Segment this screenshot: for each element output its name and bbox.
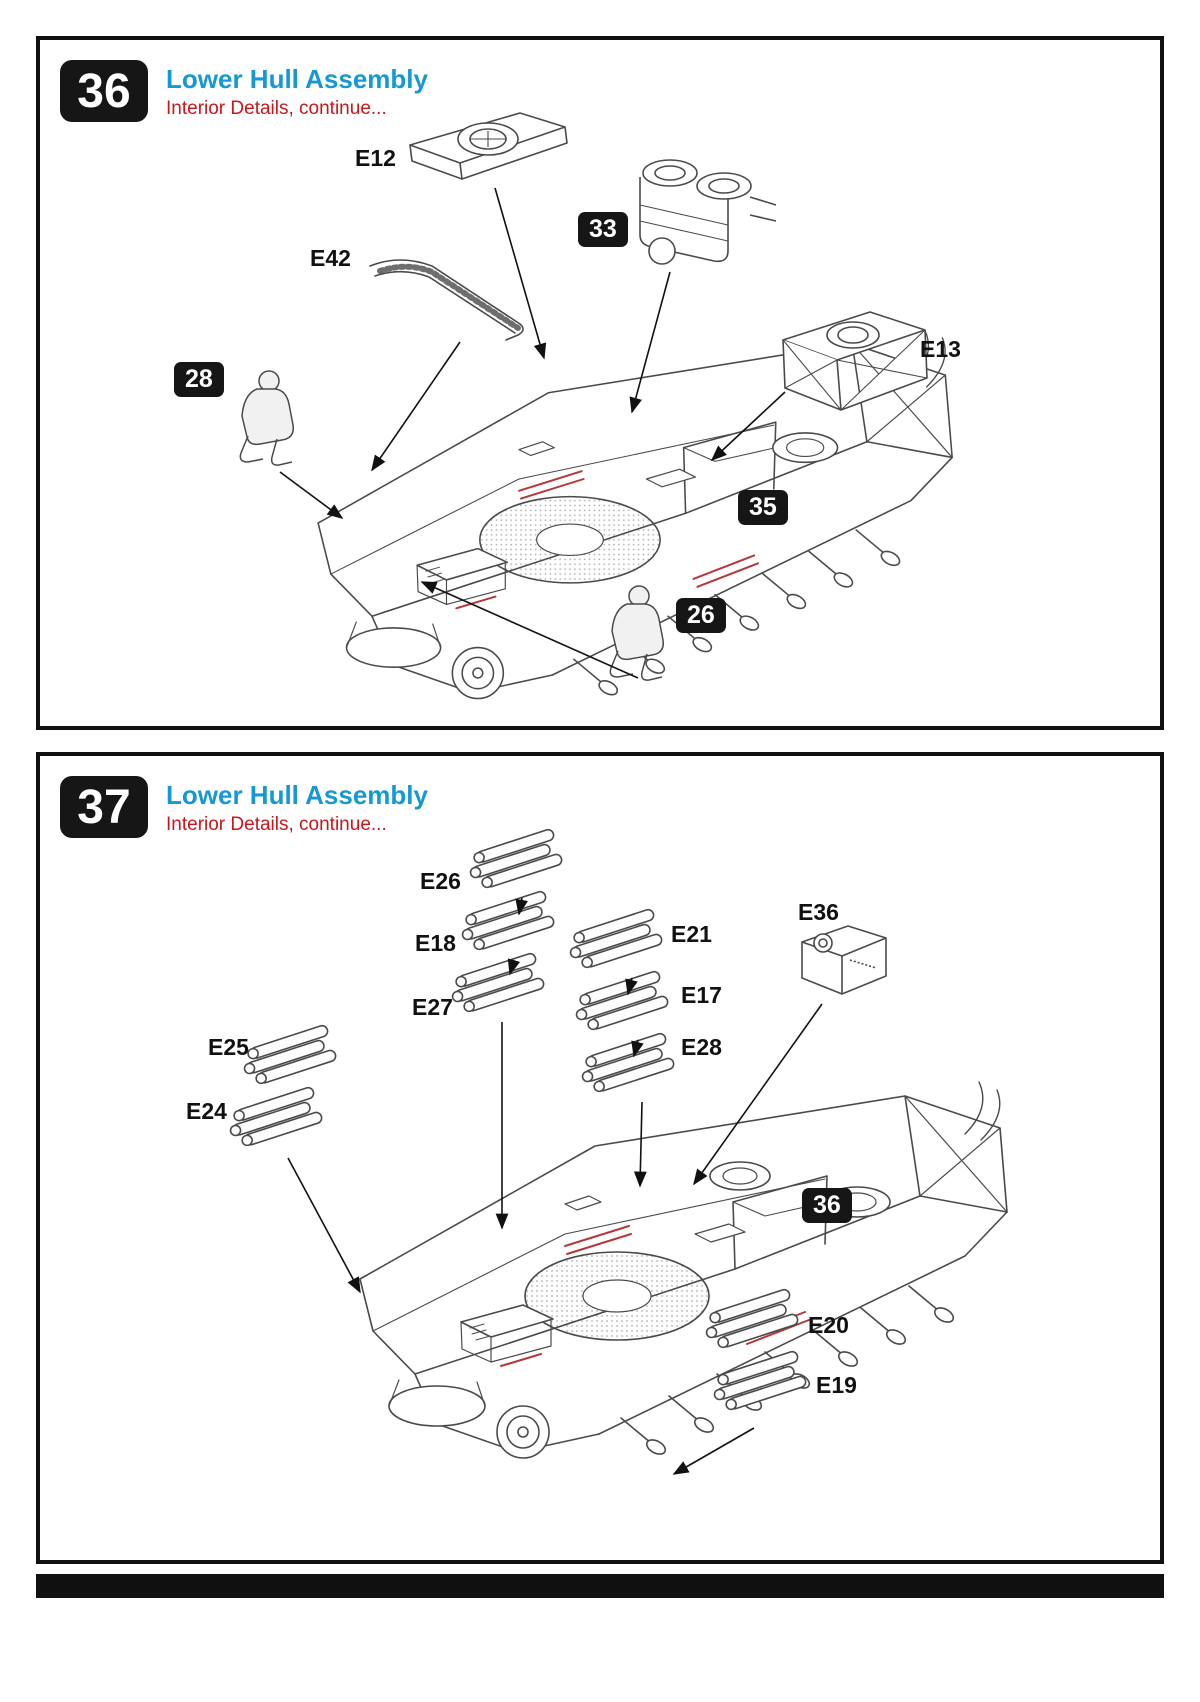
leader-arrows (279, 187, 786, 679)
step-ref-badge-26: 26 (676, 598, 726, 633)
step-36-panel: 36 Lower Hull Assembly Interior Details,… (36, 36, 1164, 730)
step-number-badge: 36 (60, 60, 148, 122)
part-label-e18: E18 (415, 930, 456, 956)
part-label-e21: E21 (671, 921, 712, 947)
step-36-illustration (239, 112, 1160, 726)
part-label-e36: E36 (798, 899, 839, 925)
part-label-e25: E25 (208, 1034, 249, 1060)
part-label-e27: E27 (412, 994, 453, 1020)
step-ref-badge-33: 33 (578, 212, 628, 247)
part-label-e19: E19 (816, 1372, 857, 1398)
part-label-e20: E20 (808, 1312, 849, 1338)
footer-bar (36, 1574, 1164, 1598)
step-ref-badge-28: 28 (174, 362, 224, 397)
part-label-e26: E26 (420, 868, 461, 894)
step-37-illustration (224, 827, 1160, 1475)
step-number-badge: 37 (60, 776, 148, 838)
panel-title: Lower Hull Assembly (166, 780, 428, 810)
part-label-e17: E17 (681, 982, 722, 1008)
step-37-panel: 37 Lower Hull Assembly Interior Details,… (36, 752, 1164, 1564)
part-label-e42: E42 (310, 245, 351, 271)
step-ref-badge-36: 36 (802, 1188, 852, 1223)
part-label-e28: E28 (681, 1034, 722, 1060)
leader-arrows (287, 897, 823, 1475)
panel-subtitle: Interior Details, continue... (166, 98, 387, 119)
part-label-e13: E13 (920, 336, 961, 362)
panel-title: Lower Hull Assembly (166, 64, 428, 94)
step-ref-badge-35: 35 (738, 490, 788, 525)
part-label-e24: E24 (186, 1098, 227, 1124)
part-label-e12: E12 (355, 145, 396, 171)
panel-subtitle: Interior Details, continue... (166, 814, 387, 835)
